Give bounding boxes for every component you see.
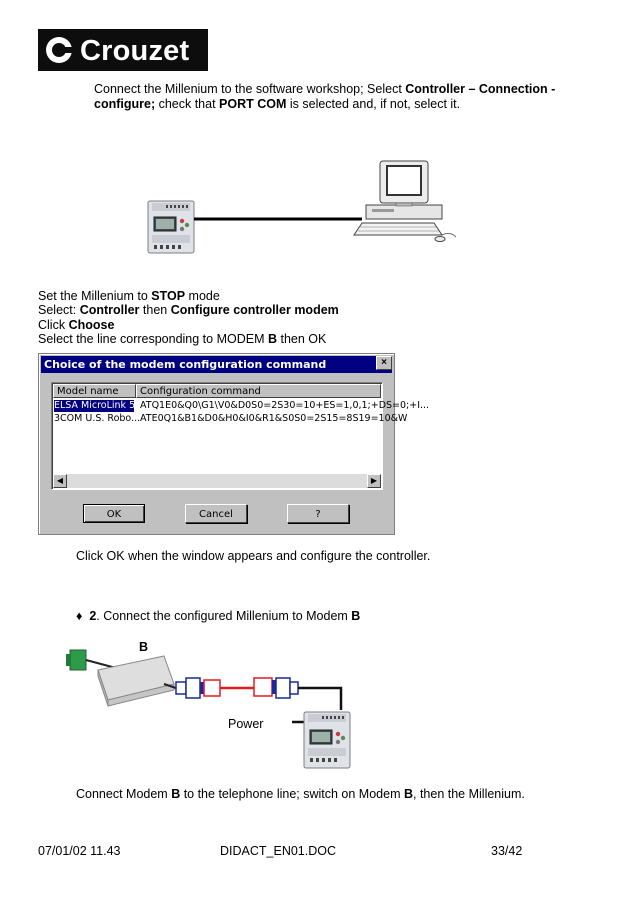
final-instruction: Connect Modem B to the telephone line; s… [76,787,525,801]
close-icon[interactable]: × [376,356,392,370]
list-item-command: ATE0Q1&B1&D0&H0&I0&R1&S0S0=2S15=8S19=10&… [140,413,408,424]
list-item-model: 3COM U.S. Robo... [54,413,141,424]
step1-line1: Connect the Millenium to the software wo… [94,82,556,96]
power-label: Power [228,717,264,731]
footer-date: 07/01/02 11.43 [38,844,121,858]
instruction-stop: Set the Millenium to STOP mode [38,289,220,303]
dialog-title: Choice of the modem configuration comman… [44,358,327,371]
modem-list[interactable]: Model name Configuration command ELSA Mi… [51,382,429,490]
millenium-controller-icon [147,200,195,254]
bullet-icon: ♦ [76,609,83,623]
horizontal-scrollbar[interactable]: ◀ ▶ [53,474,381,488]
instruction-click: Click Choose [38,318,115,332]
desktop-computer-icon [353,160,457,242]
millenium-controller-icon [303,711,351,769]
phone-plug-icon [66,649,117,671]
cancel-button[interactable]: Cancel [185,504,247,523]
modem-config-dialog: Choice of the modem configuration comman… [38,353,429,535]
list-item-3com[interactable]: 3COM U.S. Robo... ATE0Q1&B1&D0&H0&I0&R1&… [54,413,407,425]
modem-b-label: B [139,640,149,654]
column-header-config[interactable]: Configuration command [136,384,381,398]
scroll-right-icon[interactable]: ▶ [367,474,381,488]
footer-doc-name: DIDACT_EN01.DOC [220,844,336,858]
controller-pc-diagram [147,160,457,254]
help-button[interactable]: ? [287,504,349,523]
list-item-model: ELSA MicroLink 5... [54,400,145,412]
column-header-model[interactable]: Model name [53,384,136,398]
serial-connector-right-icon [272,677,299,699]
instruction-line: Select the line corresponding to MODEM B… [38,332,327,346]
dialog-titlebar[interactable]: Choice of the modem configuration comman… [41,356,392,373]
crouzet-logo: Crouzet [38,29,208,71]
logo-wordmark: Crouzet [80,35,190,67]
step1-line2: configure; check that PORT COM is select… [94,97,461,111]
red-adapter-cable-icon [203,677,273,697]
serial-connector-left-icon [175,677,204,699]
list-item-elsa[interactable]: ELSA MicroLink 5... ATQ1E0&Q0\G1\V0&D0S0… [54,400,429,412]
list-item-command: ATQ1E0&Q0\G1\V0&D0S0=2S30=10+ES=1,0,1;+D… [140,400,430,411]
scroll-left-icon[interactable]: ◀ [53,474,67,488]
instruction-select: Select: Controller then Configure contro… [38,303,339,317]
modem-icon [97,655,175,707]
modem-connection-diagram [66,649,351,769]
crouzet-emblem-icon [42,34,76,66]
step2-heading: ♦ 2. Connect the configured Millenium to… [76,609,361,623]
click-ok-note: Click OK when the window appears and con… [76,549,431,563]
footer-page-number: 33/42 [491,844,523,858]
ok-button[interactable]: OK [83,504,145,523]
